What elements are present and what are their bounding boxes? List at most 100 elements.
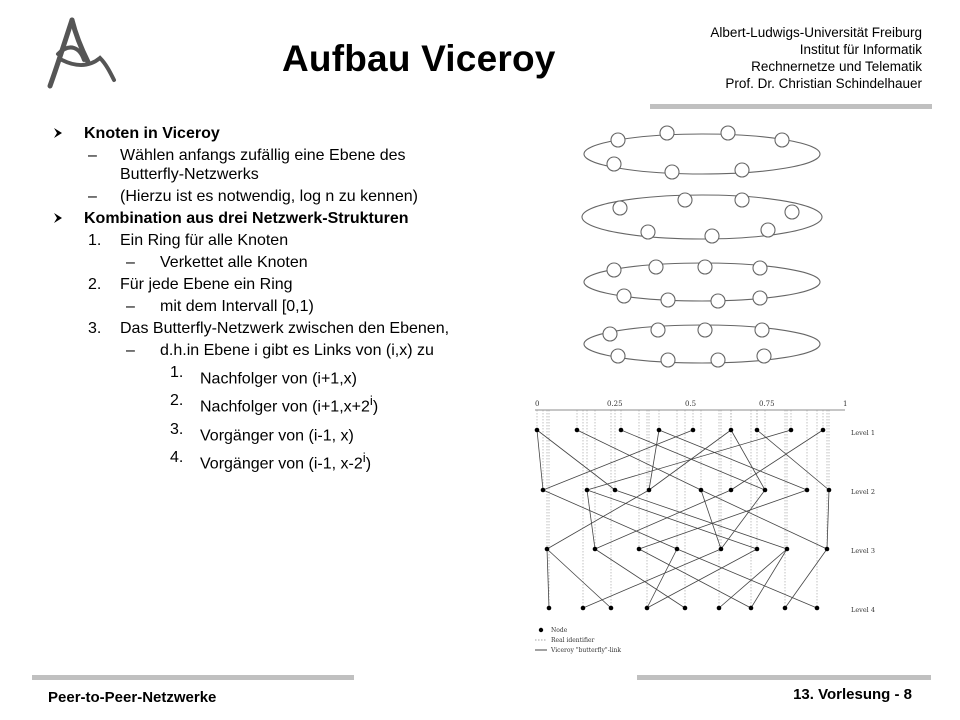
butterfly-link: [676, 548, 818, 609]
institution-line: Prof. Dr. Christian Schindelhauer: [725, 76, 922, 91]
institution-line: Albert-Ludwigs-Universität Freiburg: [710, 25, 922, 40]
ring-node: [602, 326, 618, 342]
tick-label: 0.25: [607, 400, 623, 408]
network-node: [636, 546, 642, 552]
butterfly-link: [536, 429, 544, 491]
bullet-item: – Wählen anfangs zufällig eine Ebene des…: [88, 147, 406, 183]
network-node: [820, 427, 826, 433]
butterfly-link: [586, 489, 758, 550]
network-node: [618, 427, 624, 433]
institution-block: Albert-Ludwigs-Universität Freiburg Inst…: [710, 24, 922, 92]
level-rings-diagram: [581, 125, 823, 368]
network-node: [574, 427, 580, 433]
university-logo-icon: [47, 17, 116, 89]
network-node: [540, 487, 546, 493]
page-title: Aufbau Viceroy: [282, 38, 556, 79]
footer-lecture: 13. Vorlesung - 8: [793, 686, 912, 703]
butterfly-link: [614, 489, 788, 550]
butterfly-link: [646, 548, 758, 609]
link-item: 1. Nachfolger von (i+1,x): [170, 364, 357, 388]
network-node: [718, 546, 724, 552]
butterfly-link: [536, 429, 616, 491]
ring-node: [650, 322, 666, 338]
footer-divider: [32, 675, 354, 680]
ring-node: [660, 292, 676, 308]
butterfly-link: [756, 429, 830, 491]
ring-node: [754, 322, 770, 338]
level-label: Level 2: [851, 488, 875, 496]
bullet-item: – (Hierzu ist es notwendig, log n zu ken…: [88, 188, 418, 205]
butterfly-link: [638, 548, 752, 609]
ring-node: [648, 259, 664, 275]
butterfly-link: [576, 429, 702, 491]
arrow-bullet-icon: [52, 209, 64, 224]
network-node: [612, 487, 618, 493]
network-node: [682, 605, 688, 611]
bullet-heading: Knoten in Viceroy: [52, 124, 472, 143]
numbered-item: 1. Ein Ring für alle Knoten: [88, 232, 289, 249]
level-label: Level 3: [851, 547, 875, 555]
network-node: [754, 546, 760, 552]
network-node: [716, 605, 722, 611]
network-node: [584, 487, 590, 493]
butterfly-links: [534, 410, 832, 611]
butterfly-link: [546, 548, 550, 609]
network-node: [656, 427, 662, 433]
butterfly-link: [546, 489, 650, 550]
ring-node: [720, 125, 736, 141]
butterfly-link: [586, 489, 596, 550]
butterfly-link: [826, 489, 830, 550]
legend-label: Node: [551, 627, 568, 634]
network-node: [754, 427, 760, 433]
numbered-item: 2. Für jede Ebene ein Ring: [88, 276, 293, 293]
ring-node: [756, 348, 772, 364]
network-node: [814, 605, 820, 611]
footer-divider: [637, 675, 931, 680]
network-node: [804, 487, 810, 493]
ring-node: [784, 204, 800, 220]
network-node: [826, 487, 832, 493]
network-node: [534, 427, 540, 433]
ring-node: [760, 222, 776, 238]
network-node: [592, 546, 598, 552]
tick-label: 0.75: [759, 400, 775, 408]
arrow-bullet-icon: [52, 124, 64, 139]
butterfly-link: [620, 429, 766, 491]
tick-label: 0: [535, 400, 539, 408]
ring-node: [664, 164, 680, 180]
level-ring: [583, 133, 821, 175]
network-node: [580, 605, 586, 611]
ring-node: [606, 262, 622, 278]
network-node: [784, 546, 790, 552]
ring-node: [704, 228, 720, 244]
butterfly-link: [700, 489, 722, 550]
butterfly-link: [718, 548, 788, 609]
butterfly-link: [648, 429, 660, 491]
network-node: [824, 546, 830, 552]
ring-node: [710, 293, 726, 309]
network-node: [782, 605, 788, 611]
tick-label: 1: [843, 400, 847, 408]
network-node: [546, 605, 552, 611]
butterfly-link: [720, 489, 766, 550]
network-node: [690, 427, 696, 433]
ring-node: [697, 322, 713, 338]
butterfly-link: [594, 548, 686, 609]
network-node: [644, 605, 650, 611]
butterfly-link: [542, 429, 694, 491]
level-ring: [581, 194, 823, 240]
network-node: [608, 605, 614, 611]
ring-node: [612, 200, 628, 216]
sub-item: – d.h.in Ebene i gibt es Links von (i,x)…: [126, 342, 434, 359]
butterfly-link: [582, 548, 722, 609]
slide-content: Knoten in Viceroy – Wählen anfangs zufäl…: [52, 124, 472, 476]
ring-node: [774, 132, 790, 148]
network-node: [762, 487, 768, 493]
ring-node: [752, 290, 768, 306]
ring-node: [610, 348, 626, 364]
ring-node: [610, 132, 626, 148]
butterfly-link: [546, 548, 612, 609]
ring-node: [734, 192, 750, 208]
butterfly-link: [750, 548, 788, 609]
network-node: [646, 487, 652, 493]
